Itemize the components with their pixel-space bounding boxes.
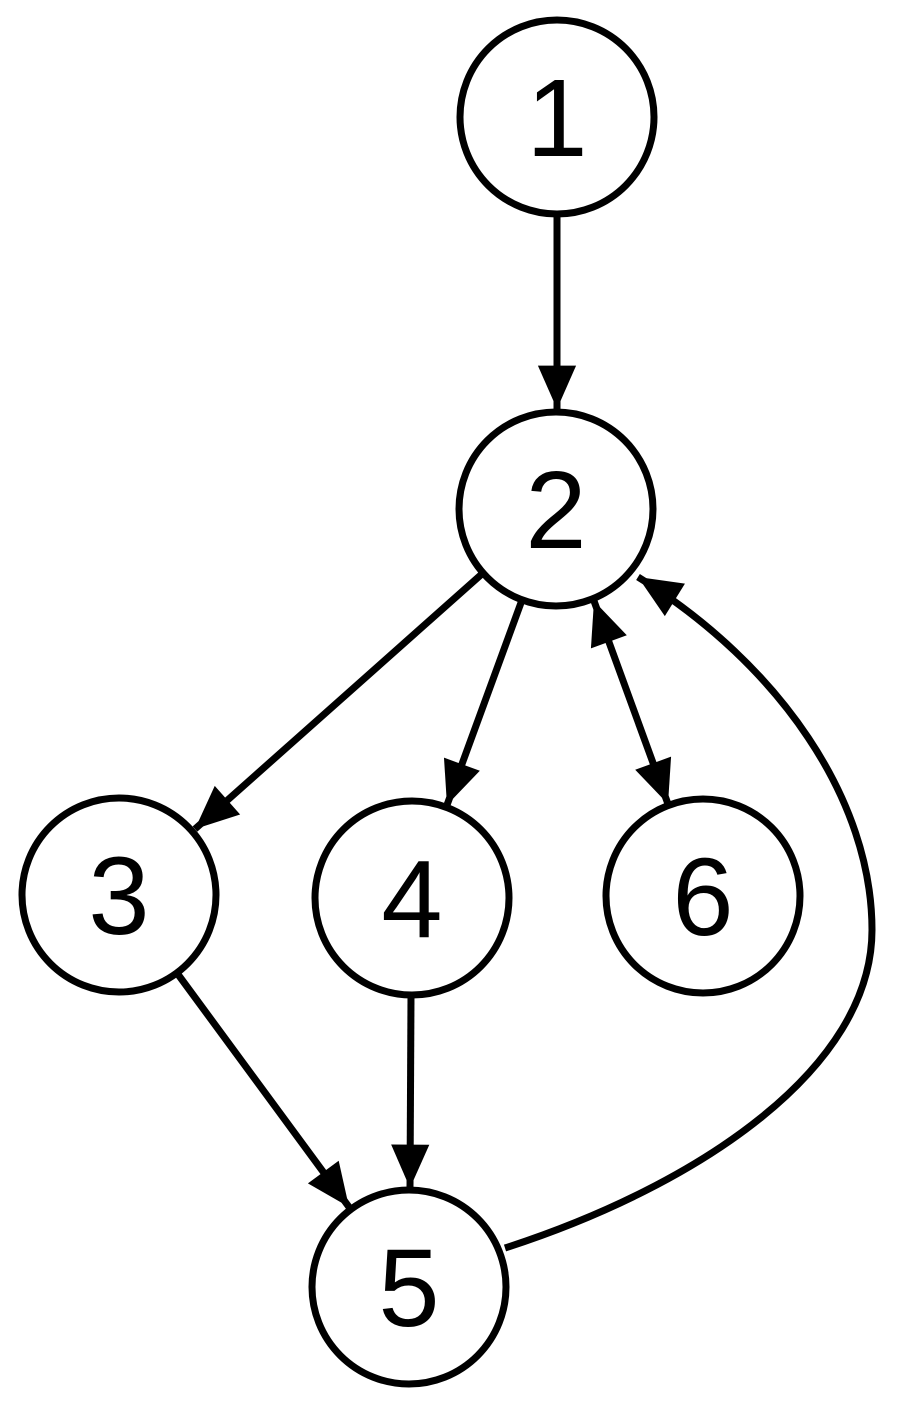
node-5: 5 [308,1186,510,1388]
node-3-label: 3 [88,835,149,958]
edge-2-and-6-bidirectional [590,599,672,806]
node-2: 2 [455,408,657,610]
edge-2-to-3 [192,570,486,832]
node-2-circle [455,408,657,610]
node-2-label: 2 [525,449,586,572]
node-1-circle [456,16,658,218]
node-4-circle [311,797,513,999]
node-5-label: 5 [378,1227,439,1350]
node-3: 3 [18,794,220,996]
edge-2-to-4 [443,598,526,807]
node-4-label: 4 [381,838,442,961]
node-4: 4 [311,797,513,999]
edge-4-to-5 [391,995,430,1189]
node-6: 6 [602,795,804,997]
node-5-circle [308,1186,510,1388]
edge-3-to-5 [174,970,352,1210]
node-3-circle [18,794,220,996]
node-6-label: 6 [672,836,733,959]
edge-5-to-2 [503,574,876,1252]
node-6-circle [602,795,804,997]
node-1-label: 1 [526,57,587,180]
node-1: 1 [456,16,658,218]
